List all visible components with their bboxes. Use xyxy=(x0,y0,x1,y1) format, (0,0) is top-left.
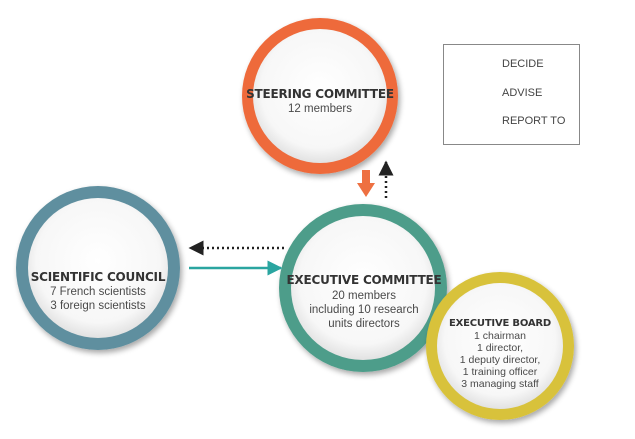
executive-line: including 10 research xyxy=(309,304,419,316)
steering-committee-title: STEERING COMMITTEE xyxy=(246,87,394,101)
executive-committee-title: EXECUTIVE COMMITTEE xyxy=(286,273,442,287)
executive-board-details: 1 chairman 1 director, 1 deputy director… xyxy=(440,330,560,390)
board-line: 1 director, xyxy=(476,342,524,354)
legend-decide-label: DECIDE xyxy=(502,58,544,70)
scientific-line: 7 French scientists xyxy=(50,286,146,298)
legend-advise-label: ADVISE xyxy=(502,87,543,99)
steering-line: 12 members xyxy=(288,103,352,115)
board-line: 1 training officer xyxy=(462,366,538,378)
board-line: 1 deputy director, xyxy=(459,354,541,366)
executive-line: 20 members xyxy=(332,290,396,302)
steering-committee-details: 12 members xyxy=(240,102,400,116)
scientific-line: 3 foreign scientists xyxy=(50,300,146,312)
executive-committee-node xyxy=(279,204,447,372)
executive-board-node xyxy=(426,272,574,420)
scientific-council-node xyxy=(16,186,180,350)
executive-committee-details: 20 members including 10 research units d… xyxy=(284,289,444,331)
decide-arrow xyxy=(357,170,375,197)
scientific-council-details: 7 French scientists 3 foreign scientists xyxy=(18,285,178,313)
board-line: 3 managing staff xyxy=(461,378,539,390)
legend: DECIDE ADVISE REPORT TO xyxy=(443,44,580,145)
scientific-council-title: SCIENTIFIC COUNCIL xyxy=(30,270,166,284)
steering-committee-node xyxy=(242,18,398,174)
executive-line: units directors xyxy=(328,318,400,330)
board-line: 1 chairman xyxy=(474,330,526,342)
legend-report-label: REPORT TO xyxy=(502,115,566,127)
executive-board-title: EXECUTIVE BOARD xyxy=(448,318,552,329)
